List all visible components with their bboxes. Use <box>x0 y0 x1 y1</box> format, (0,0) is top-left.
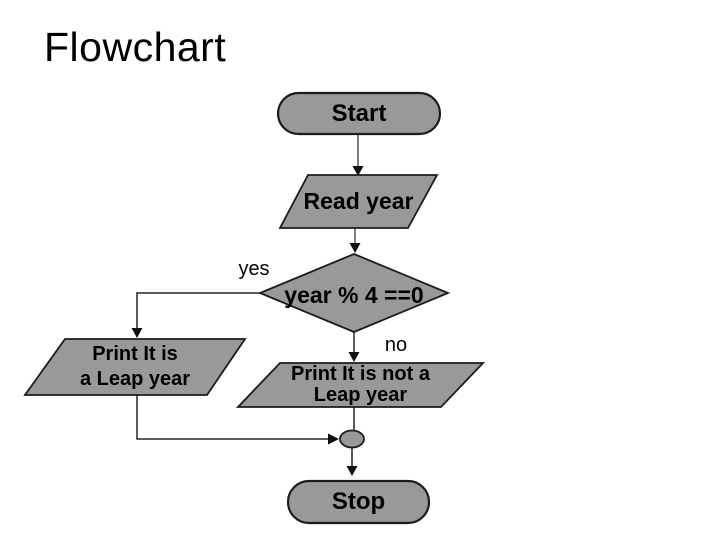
print-leap-line2: a Leap year <box>79 368 191 390</box>
start-node <box>276 91 442 136</box>
no-branch-label: no <box>384 334 408 356</box>
decision-node <box>257 253 451 333</box>
print-not-leap-line1: Print It is not a <box>291 362 430 385</box>
print-not-leap-line2: Leap year <box>313 383 408 406</box>
junction-node <box>339 429 365 449</box>
arrowhead-read-to-decision <box>349 243 361 253</box>
start-node-label: Start <box>331 99 387 127</box>
stop-node-label: Stop <box>331 488 386 516</box>
arrowhead-start-to-read <box>352 166 364 176</box>
arrowhead-no-branch <box>348 352 360 362</box>
print-leap-line1: Print It is <box>92 343 178 365</box>
decision-node-label: year % 4 ==0 <box>284 281 424 308</box>
print-not-leap-node-label: Print It is not a Leap year <box>238 362 483 407</box>
yes-branch-label: yes <box>238 258 270 280</box>
edge-leap-to-junction <box>136 395 330 440</box>
page-title: Flowchart <box>44 24 227 70</box>
print-leap-node-label: Print It is a Leap year <box>25 339 245 395</box>
stop-node <box>286 479 431 525</box>
arrowhead-leap-to-junction <box>328 433 339 445</box>
edge-yes-branch <box>136 292 260 330</box>
print-not-leap-node <box>235 362 486 408</box>
print-leap-node <box>23 338 247 396</box>
read-year-node <box>278 174 439 229</box>
arrowhead-yes-branch <box>131 328 143 338</box>
read-year-node-label: Read year <box>303 188 414 215</box>
arrowhead-junction-to-stop <box>346 466 358 476</box>
